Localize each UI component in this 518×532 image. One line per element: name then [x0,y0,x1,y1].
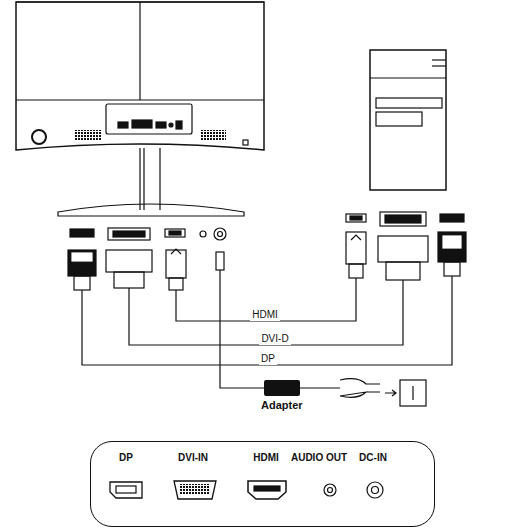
cable-label: DP [259,353,277,365]
adapter-label: Adapter [261,399,303,411]
adapter-block: Adapter [256,376,308,416]
cable-label: DVI-D [259,333,290,345]
cable-label: HDMI [250,309,280,321]
adapter-body [264,380,300,396]
port-name: HDMI [253,452,279,464]
port-name: AUDIO OUT [291,452,347,464]
port-panel: DP DVI-IN HDMI AUDIO OUT DC-IN [90,441,435,527]
port-name: DVI-IN [178,452,208,464]
port-name: DP [119,452,133,464]
port-name: DC-IN [359,452,387,464]
